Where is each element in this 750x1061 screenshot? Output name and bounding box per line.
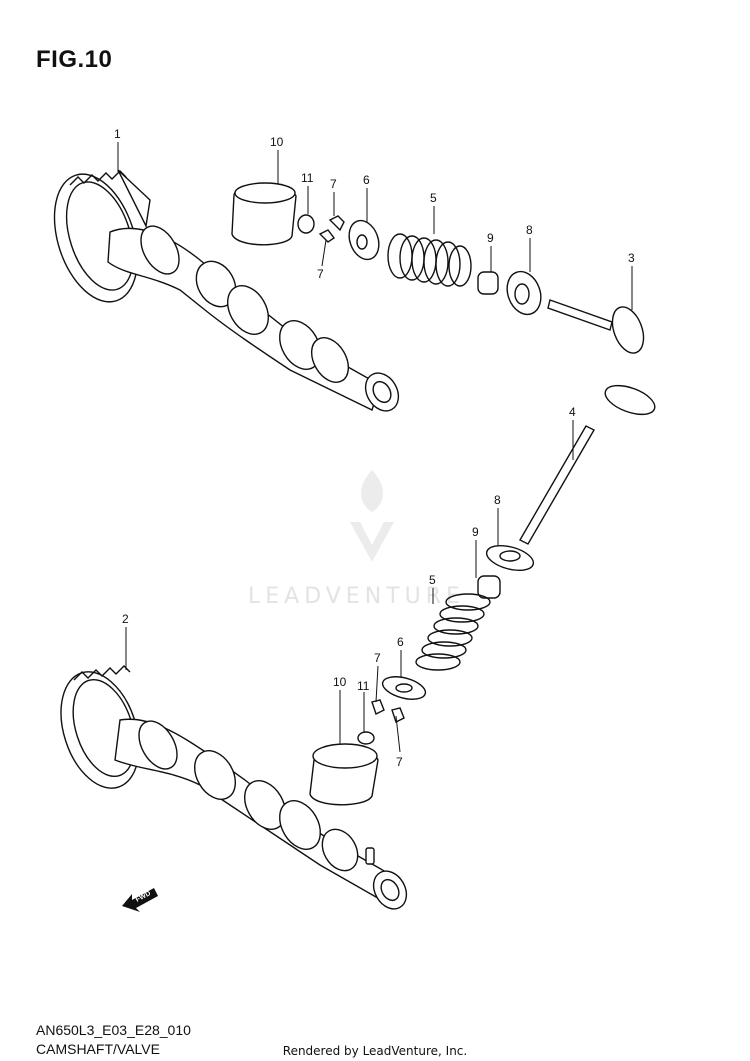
callout-6-lower: 6 xyxy=(397,635,404,649)
callout-10-upper: 10 xyxy=(270,135,284,149)
leader-lines xyxy=(117,142,633,753)
callout-2: 2 xyxy=(122,612,129,626)
callout-9-lower: 9 xyxy=(472,525,479,539)
callout-3: 3 xyxy=(628,251,635,265)
callout-labels: 1 2 3 4 5 5 6 6 7 7 7 7 8 8 9 9 10 10 11… xyxy=(114,127,635,769)
callout-8-upper: 8 xyxy=(526,223,533,237)
watermark-text: LEADVENTURE xyxy=(248,584,465,609)
callout-11-upper: 11 xyxy=(301,171,314,185)
fwd-direction-arrow: FWD xyxy=(122,888,158,912)
figure-title: FIG.10 xyxy=(36,46,113,73)
camshaft-lower xyxy=(60,665,408,910)
callout-6-upper: 6 xyxy=(363,173,370,187)
callout-7-lower-b: 7 xyxy=(396,755,403,769)
leadventure-watermark: LEADVENTURE xyxy=(248,470,465,609)
callout-8-lower: 8 xyxy=(494,493,501,507)
catalog-name: CAMSHAFT/VALVE xyxy=(36,1041,160,1057)
footer-credit: Rendered by LeadVenture, Inc. xyxy=(282,1044,468,1058)
camshaft-upper xyxy=(53,169,400,412)
callout-7-upper-b: 7 xyxy=(317,267,324,281)
callout-1: 1 xyxy=(114,127,121,141)
callout-4: 4 xyxy=(569,405,576,419)
callout-7-lower-a: 7 xyxy=(374,651,381,665)
callout-10-lower: 10 xyxy=(333,675,347,689)
callout-5-upper: 5 xyxy=(430,191,437,205)
callout-5-lower: 5 xyxy=(429,573,436,587)
valve-train-upper xyxy=(231,182,645,354)
callout-11-lower: 11 xyxy=(357,679,370,693)
callout-7-upper-a: 7 xyxy=(330,177,337,191)
catalog-code: AN650L3_E03_E28_010 xyxy=(36,1022,191,1038)
valve-train-lower xyxy=(309,384,656,806)
callout-9-upper: 9 xyxy=(487,231,494,245)
